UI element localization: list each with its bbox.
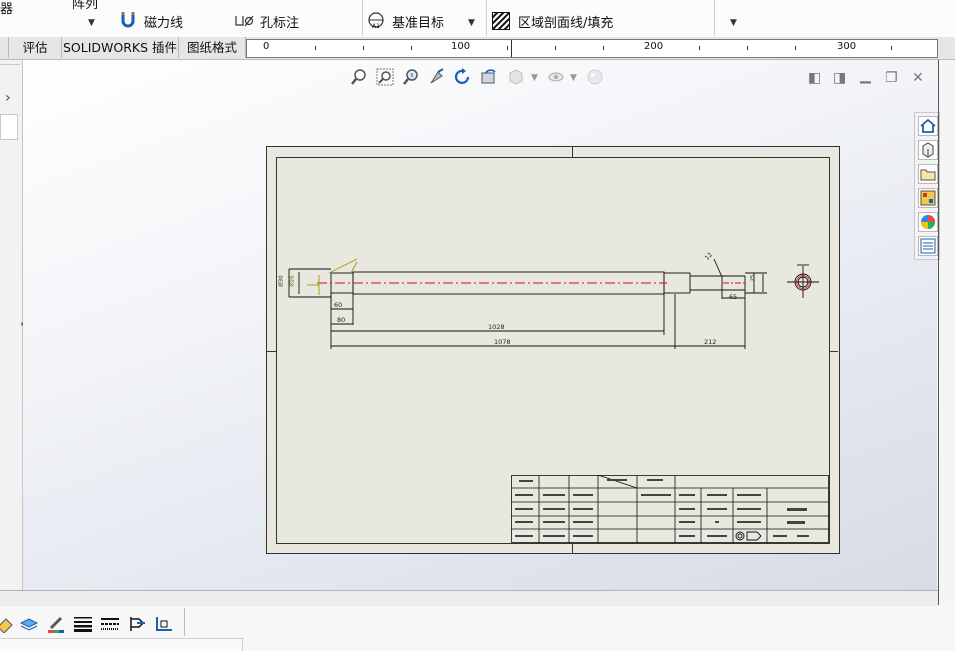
ribbon: 器 阵列 ▼ 磁力线 孔标注 A1 基准目标 ▼ 区域剖面线/填充 ▼ xyxy=(0,0,955,38)
horizontal-ruler: 0 100 200 300 xyxy=(246,39,938,58)
ruler-label: 200 xyxy=(644,41,664,52)
dimension-label[interactable]: 65 xyxy=(729,293,738,301)
dimension-label[interactable]: Ø26 xyxy=(289,275,296,287)
close-icon[interactable]: ✕ xyxy=(912,70,924,86)
file-explorer-icon[interactable] xyxy=(918,164,938,184)
chevron-down-icon[interactable]: ▼ xyxy=(88,18,95,28)
color-display-mode-icon[interactable] xyxy=(154,615,174,633)
drawing-sheet[interactable]: 60 80 1028 1078 212 65 12 25 Ø30 Ø26 xyxy=(266,146,840,554)
zoom-in-out-icon[interactable] xyxy=(402,68,420,86)
appearances-icon[interactable] xyxy=(918,212,938,232)
dimension-label[interactable]: 60 xyxy=(334,301,343,309)
appearance-icon[interactable] xyxy=(586,68,604,86)
hide-show-items-icon[interactable] xyxy=(547,68,565,86)
shaft-front-view[interactable] xyxy=(267,147,839,553)
dimension-label[interactable]: Ø30 xyxy=(278,275,285,287)
title-block[interactable] xyxy=(511,475,829,543)
minimize-icon[interactable]: ▁ xyxy=(860,68,871,84)
chevron-right-icon[interactable]: › xyxy=(5,90,11,106)
dimension-label[interactable]: 80 xyxy=(337,316,346,324)
task-pane xyxy=(914,112,940,260)
zoom-to-area-icon[interactable] xyxy=(376,68,394,86)
tile-left-icon[interactable]: ◧ xyxy=(808,70,822,86)
tab-sheet-format[interactable]: 图纸格式 xyxy=(179,37,246,58)
hole-callout-icon xyxy=(234,14,254,28)
zoom-to-fit-icon[interactable] xyxy=(350,68,368,86)
ribbon-item-pattern[interactable]: 阵列 xyxy=(72,0,99,12)
sheet-tabs-bar xyxy=(0,590,938,607)
chevron-down-icon[interactable]: ▼ xyxy=(730,18,737,28)
svg-text:A1: A1 xyxy=(372,23,380,30)
eraser-icon[interactable] xyxy=(0,615,16,634)
line-thickness-icon[interactable] xyxy=(73,615,93,633)
dimension-label[interactable]: 25 xyxy=(750,274,757,282)
left-panel-strip: › xyxy=(0,60,25,590)
chevron-down-icon[interactable]: ▼ xyxy=(531,73,538,83)
home-icon[interactable] xyxy=(918,116,938,136)
bottom-toolbar xyxy=(0,606,955,651)
tile-right-icon[interactable]: ◨ xyxy=(833,70,847,86)
layer-icon[interactable] xyxy=(19,615,39,633)
drawing-border-frame xyxy=(276,157,830,544)
datum-target-icon: A1 xyxy=(367,11,387,31)
area-hatch-button[interactable]: 区域剖面线/填充 xyxy=(518,16,614,31)
panel-tab[interactable] xyxy=(0,114,18,140)
tab-solidworks-addins[interactable]: SOLIDWORKS 插件 xyxy=(62,37,179,58)
pan-icon[interactable] xyxy=(428,68,446,86)
ribbon-item-cut-left[interactable]: 器 xyxy=(0,2,14,17)
ruler-label: 0 xyxy=(263,41,270,52)
rotate-icon[interactable] xyxy=(454,68,472,86)
custom-properties-icon[interactable] xyxy=(918,236,938,256)
restore-icon[interactable]: ❐ xyxy=(885,70,898,86)
line-color-icon[interactable] xyxy=(46,615,66,633)
ruler-label: 100 xyxy=(451,41,471,52)
hole-callout-button[interactable]: 孔标注 xyxy=(260,16,300,31)
datum-target-button[interactable]: 基准目标 xyxy=(392,16,445,31)
vertical-splitter[interactable] xyxy=(938,60,939,605)
magnetic-line-button[interactable]: 磁力线 xyxy=(144,16,184,31)
chevron-down-icon[interactable]: ▼ xyxy=(468,18,475,28)
line-style-icon[interactable] xyxy=(100,615,120,633)
previous-view-icon[interactable] xyxy=(480,68,498,86)
ruler-label: 300 xyxy=(837,41,857,52)
chevron-down-icon[interactable]: ▼ xyxy=(570,73,577,83)
dimension-label[interactable]: 1028 xyxy=(488,323,505,331)
hide-show-edges-icon[interactable] xyxy=(127,615,147,633)
dimension-label[interactable]: 212 xyxy=(704,338,717,346)
dimension-label[interactable]: 1078 xyxy=(494,338,511,346)
design-library-icon[interactable] xyxy=(918,140,938,160)
view-palette-icon[interactable] xyxy=(918,188,938,208)
tab-evaluate[interactable]: 评估 xyxy=(9,37,62,58)
tab-hidden[interactable] xyxy=(0,37,9,58)
hatch-icon xyxy=(491,11,511,31)
magnet-icon xyxy=(120,11,136,29)
display-style-icon[interactable] xyxy=(507,68,525,86)
